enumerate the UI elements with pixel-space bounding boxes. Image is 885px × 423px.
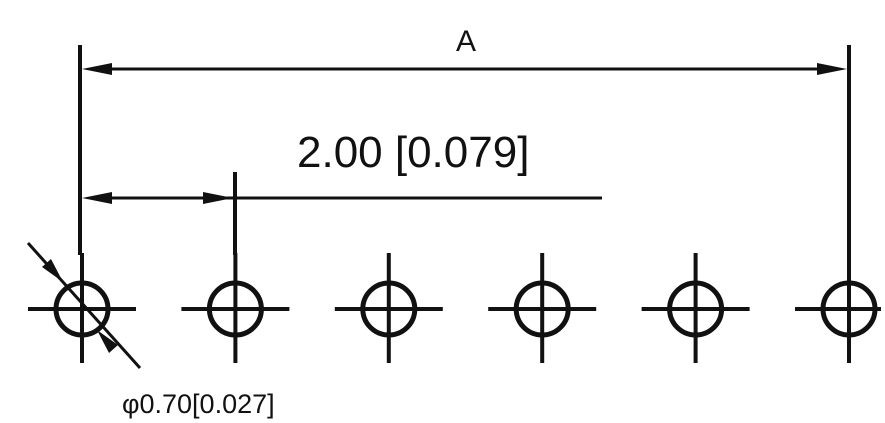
- hole-diameter-callout: φ0.70[0.027]: [26, 241, 275, 419]
- overall-dimension: A: [78, 25, 851, 255]
- arrow-head-right: [817, 63, 847, 75]
- pitch-arrow-head-right: [203, 192, 233, 204]
- hole-diameter-label: φ0.70[0.027]: [122, 389, 275, 419]
- arrow-head-left: [82, 63, 112, 75]
- hole-row: [28, 253, 881, 363]
- hole-5: [641, 253, 750, 363]
- hole-6: [795, 253, 881, 363]
- diameter-arrow-upper: [42, 259, 63, 282]
- pitch-arrow-head-left: [82, 192, 112, 204]
- hole-2: [181, 253, 290, 363]
- overall-dimension-label: A: [456, 25, 476, 58]
- hole-1: [28, 253, 136, 363]
- hole-3: [334, 253, 443, 363]
- diameter-arrow-lower: [97, 330, 118, 353]
- pitch-dimension-label: 2.00 [0.079]: [297, 128, 529, 177]
- hole-4: [488, 253, 597, 363]
- pitch-dimension: 2.00 [0.079]: [82, 128, 602, 255]
